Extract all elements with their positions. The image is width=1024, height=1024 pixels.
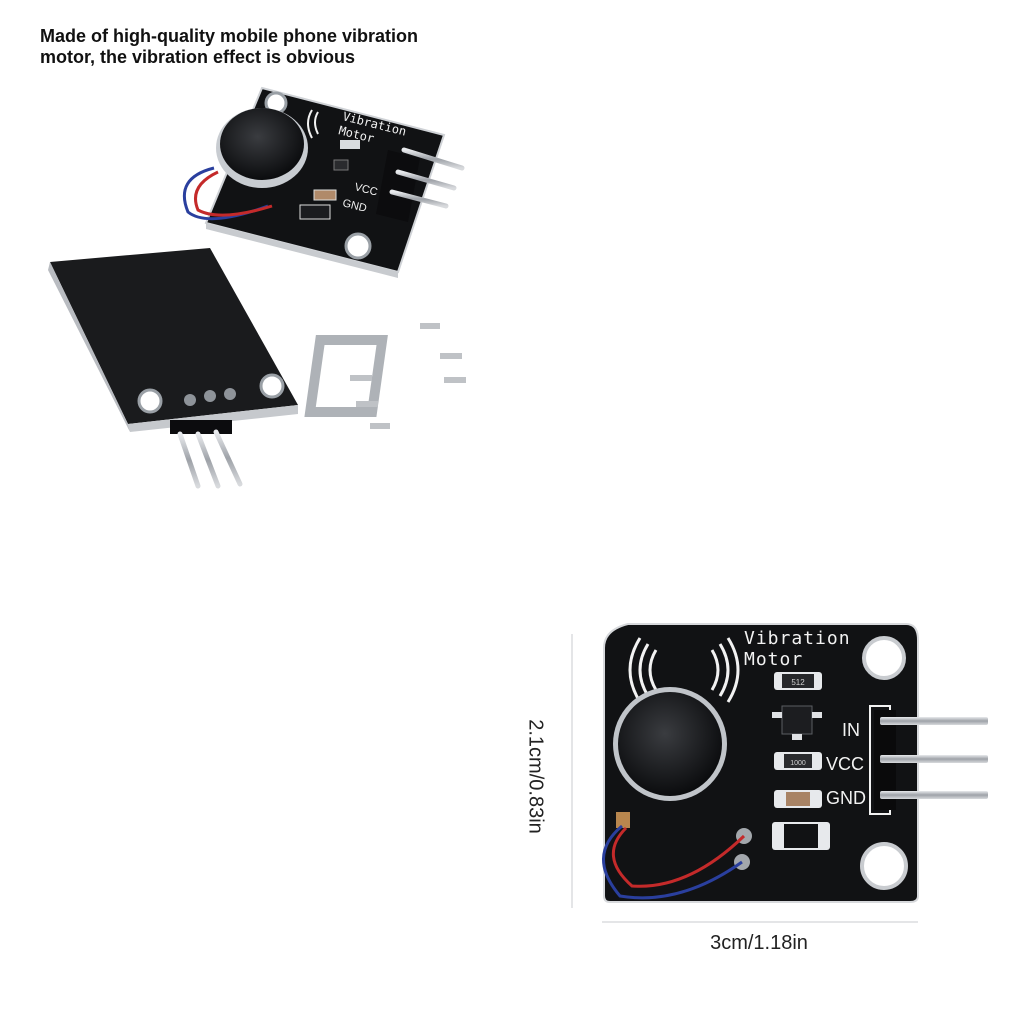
motor-lead-tab (616, 812, 630, 828)
silk-vcc: VCC (353, 181, 378, 198)
transistor (781, 705, 813, 735)
mount-hole (259, 373, 285, 399)
smd-capacitor (313, 189, 337, 201)
header-pin-in (880, 717, 988, 725)
width-dimension-label: 3cm/1.18in (710, 932, 808, 954)
vibration-wave-icon-right (710, 637, 740, 703)
header-pin (177, 431, 201, 489)
wire-red (194, 170, 273, 217)
transistor-pad (812, 712, 822, 718)
solder-pad (204, 390, 216, 402)
diode (784, 824, 818, 848)
smd-resistor (782, 674, 814, 688)
solder-pad (184, 394, 196, 406)
diode (299, 204, 331, 220)
wire-red (611, 826, 746, 888)
pcb-back-edge (48, 262, 130, 432)
resistor-code: 512 (791, 678, 805, 687)
coin-motor (220, 108, 304, 180)
vibration-wave-icon (314, 111, 319, 135)
silk-title-vibration: Vibration (744, 628, 851, 649)
caption-line-1: Made of high-quality mobile phone vibrat… (40, 26, 418, 46)
mount-hole-top (862, 636, 906, 680)
header-pin (195, 431, 221, 489)
height-dimension-text: 2.1cm/0.83in (524, 719, 547, 834)
silk-title-motor: Motor (744, 649, 803, 670)
pcb-edge (206, 223, 398, 278)
header-pin-gnd (880, 791, 988, 799)
silk-pin-vcc: VCC (826, 754, 864, 774)
mount-hole (344, 232, 372, 260)
header-pin (389, 189, 449, 209)
transistor-pad (772, 712, 782, 718)
solder-pad (224, 388, 236, 400)
smd-resistor (340, 140, 360, 149)
smd-capacitor (784, 754, 812, 768)
board-perspective-back (48, 248, 298, 489)
header-pin (401, 147, 465, 171)
coin-motor (618, 692, 722, 796)
caption-line-2: motor, the vibration effect is obvious (40, 47, 356, 67)
header-pin-vcc (880, 755, 988, 763)
silk-gnd: GND (341, 197, 368, 215)
vibration-wave-icon (307, 109, 313, 139)
transistor (333, 159, 349, 171)
wire-blue (602, 824, 743, 900)
board-perspective-front: Vibration Motor VCC GND (182, 86, 465, 278)
smd-capacitor-2 (786, 792, 810, 806)
mount-hole (137, 388, 163, 414)
vibration-wave-icon-left (628, 637, 658, 703)
header-pin (395, 169, 457, 191)
pcb-back (50, 248, 298, 424)
product-caption: Made of high-quality mobile phone vibrat… (40, 26, 500, 68)
header-pin (213, 429, 243, 487)
silk-pin-gnd: GND (826, 788, 866, 808)
transistor-pad (792, 734, 802, 740)
chip-outline-icon (304, 323, 466, 429)
mount-hole-bottom (860, 842, 908, 890)
silk-pin-in: IN (842, 720, 860, 740)
board-top-view: Vibration Motor 512 1000 IN VCC GND (602, 623, 988, 903)
cap-code: 1000 (790, 760, 806, 767)
pin-header (376, 150, 420, 222)
